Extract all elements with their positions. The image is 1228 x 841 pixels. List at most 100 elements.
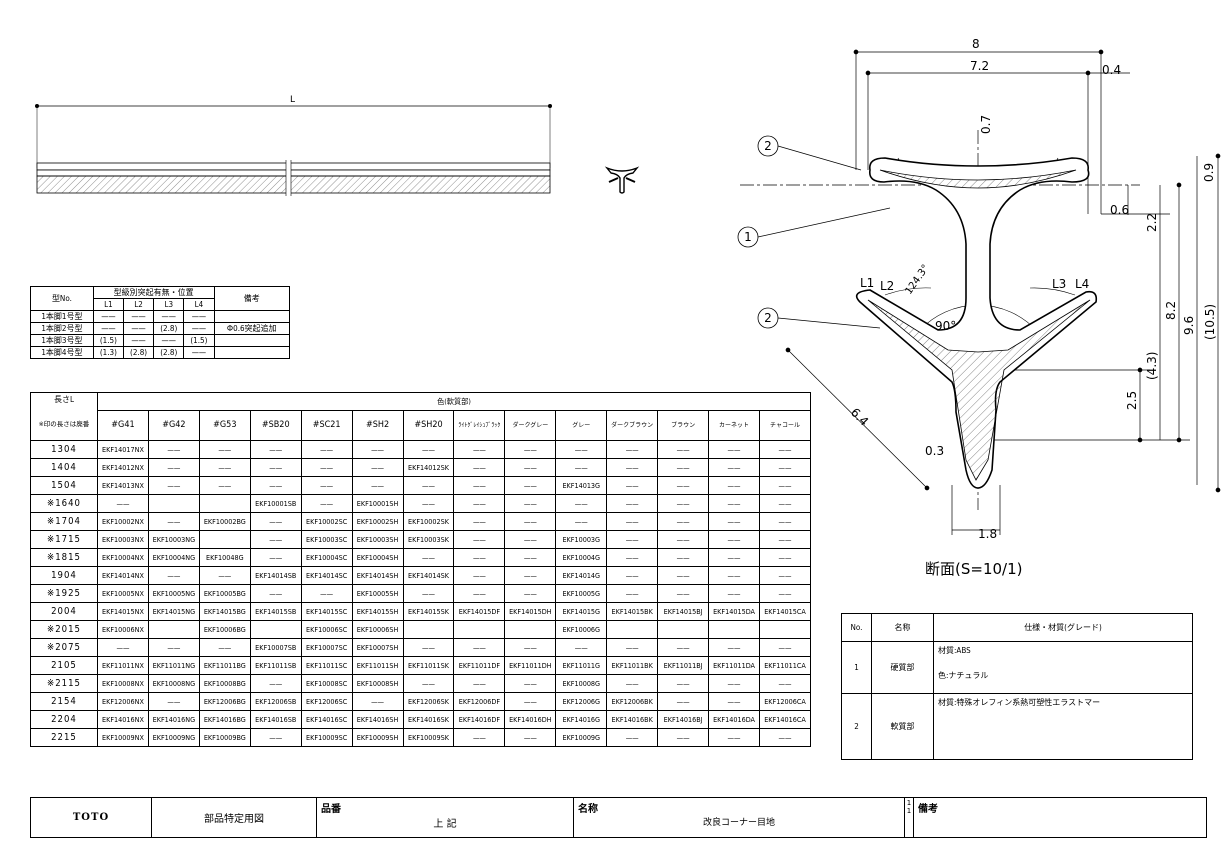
type-cell: (2.8) (122, 346, 155, 359)
color-name: #G53 (198, 410, 251, 441)
part-no-cell: EKF11011SC (300, 656, 353, 675)
part-no-cell: —— (758, 440, 812, 459)
type-name: 1本脚1号型 (30, 310, 94, 323)
type-sub-l3: L3 (153, 298, 185, 311)
type-row: 1本脚3号型(1.5)————(1.5) (30, 334, 290, 347)
part-no-cell: —— (249, 512, 302, 531)
part-no-cell: —— (504, 440, 557, 459)
color-name: #SC21 (300, 410, 353, 441)
sheet-total: 1 (906, 807, 912, 815)
type-note (213, 310, 290, 323)
part-no-cell: EKF11011SK (402, 656, 455, 675)
part-no-cell: —— (606, 728, 659, 747)
part-no-cell: EKF10003NX (97, 530, 149, 549)
part-no-cell: —— (402, 674, 455, 693)
part-no-cell: EKF14014SB (249, 566, 302, 585)
part-no-cell: —— (606, 440, 659, 459)
dim-8: 8 (972, 37, 980, 51)
part-no-cell: EKF14016G (555, 710, 608, 729)
length-label: L (290, 95, 295, 105)
part-no-cell: EKF10009NG (147, 728, 200, 747)
part-no-cell: —— (555, 458, 608, 477)
part-no-cell: —— (657, 692, 710, 711)
part-no-cell: —— (504, 458, 557, 477)
part-no-cell: —— (453, 494, 506, 513)
part-no-cell (198, 494, 251, 513)
length-cell: 1504 (30, 476, 98, 495)
part-no-cell: EKF10007SC (300, 638, 353, 657)
part-no-cell: —— (351, 458, 404, 477)
part-no-cell: EKF10002NX (97, 512, 149, 531)
type-cell: —— (153, 310, 185, 323)
dim-0-6: 0.6 (1110, 203, 1129, 217)
drawing-type: 部品特定用図 (151, 797, 317, 838)
color-name: ダークブラウン (606, 410, 659, 441)
mat-header-spec: 仕様・材質(グレード) (933, 613, 1193, 642)
dim-6-4: 6.4 (848, 405, 871, 428)
angle-124: 124.3° (903, 263, 931, 297)
part-no-cell: EKF10005G (555, 584, 608, 603)
part-no-cell: —— (504, 512, 557, 531)
part-no-cell: —— (708, 440, 760, 459)
part-no-cell: EKF10048G (198, 548, 251, 567)
part-no-cell: —— (555, 512, 608, 531)
part-no-cell: EKF12006G (555, 692, 608, 711)
part-no-cell: —— (147, 566, 200, 585)
part-no-cell: —— (758, 566, 812, 585)
mat-spec-1a: 材質:ABS (938, 646, 971, 655)
part-no-cell: EKF10003SH (351, 530, 404, 549)
length-cell: 2204 (30, 710, 98, 729)
profile-symbol-icon (604, 166, 640, 194)
type-cell: —— (122, 310, 155, 323)
type-cell: —— (122, 334, 155, 347)
part-no-cell: —— (453, 440, 506, 459)
part-no-cell: —— (708, 476, 760, 495)
part-no-cell: —— (504, 566, 557, 585)
toto-logo: TOTO (30, 797, 152, 838)
part-no-cell: —— (708, 638, 760, 657)
part-no-cell: EKF10008NX (97, 674, 149, 693)
part-no-cell: EKF14016BG (198, 710, 251, 729)
type-row: 1本脚2号型————(2.8)——Ф0.6突起追加 (30, 322, 290, 335)
part-no-cell: —— (708, 692, 760, 711)
part-no-cell (249, 620, 302, 639)
part-no-cell: —— (758, 728, 812, 747)
part-no-cell: EKF10004NX (97, 548, 149, 567)
part-no-cell: EKF14016SK (402, 710, 455, 729)
type-name: 1本脚2号型 (30, 322, 94, 335)
part-no-cell: EKF10008BG (198, 674, 251, 693)
part-no-cell: —— (351, 692, 404, 711)
label-l2: L2 (880, 279, 894, 293)
part-no-cell (504, 620, 557, 639)
part-no-cell: EKF14014NX (97, 566, 149, 585)
part-no-cell: —— (606, 584, 659, 603)
part-no-cell: EKF10002SH (351, 512, 404, 531)
part-no-cell: EKF14014SK (402, 566, 455, 585)
part-no-cell: EKF10004G (555, 548, 608, 567)
color-name: ﾗｲﾄｸﾞﾚｲｼｭﾌﾞﾗｯｸ (453, 410, 506, 441)
part-no-cell: —— (402, 440, 455, 459)
part-no-cell: EKF14016DH (504, 710, 557, 729)
part-no-cell: —— (198, 458, 251, 477)
part-no-cell: —— (249, 476, 302, 495)
mat-name-2: 軟質部 (871, 693, 934, 760)
part-no-cell: EKF14016CA (758, 710, 812, 729)
part-no-cell: —— (657, 566, 710, 585)
part-no-cell: EKF11011DH (504, 656, 557, 675)
dim-0-7: 0.7 (979, 115, 993, 134)
type-note: Ф0.6突起追加 (213, 322, 290, 335)
part-no-cell: EKF12006SB (249, 692, 302, 711)
length-cell: ※1715 (30, 530, 98, 549)
part-no-cell: EKF10009NX (97, 728, 149, 747)
part-no-cell: EKF14015BJ (657, 602, 710, 621)
part-no-cell: EKF11011BK (606, 656, 659, 675)
part-no-cell: —— (504, 584, 557, 603)
part-no-cell: EKF10006G (555, 620, 608, 639)
length-cell: 2105 (30, 656, 98, 675)
type-name: 1本脚3号型 (30, 334, 94, 347)
